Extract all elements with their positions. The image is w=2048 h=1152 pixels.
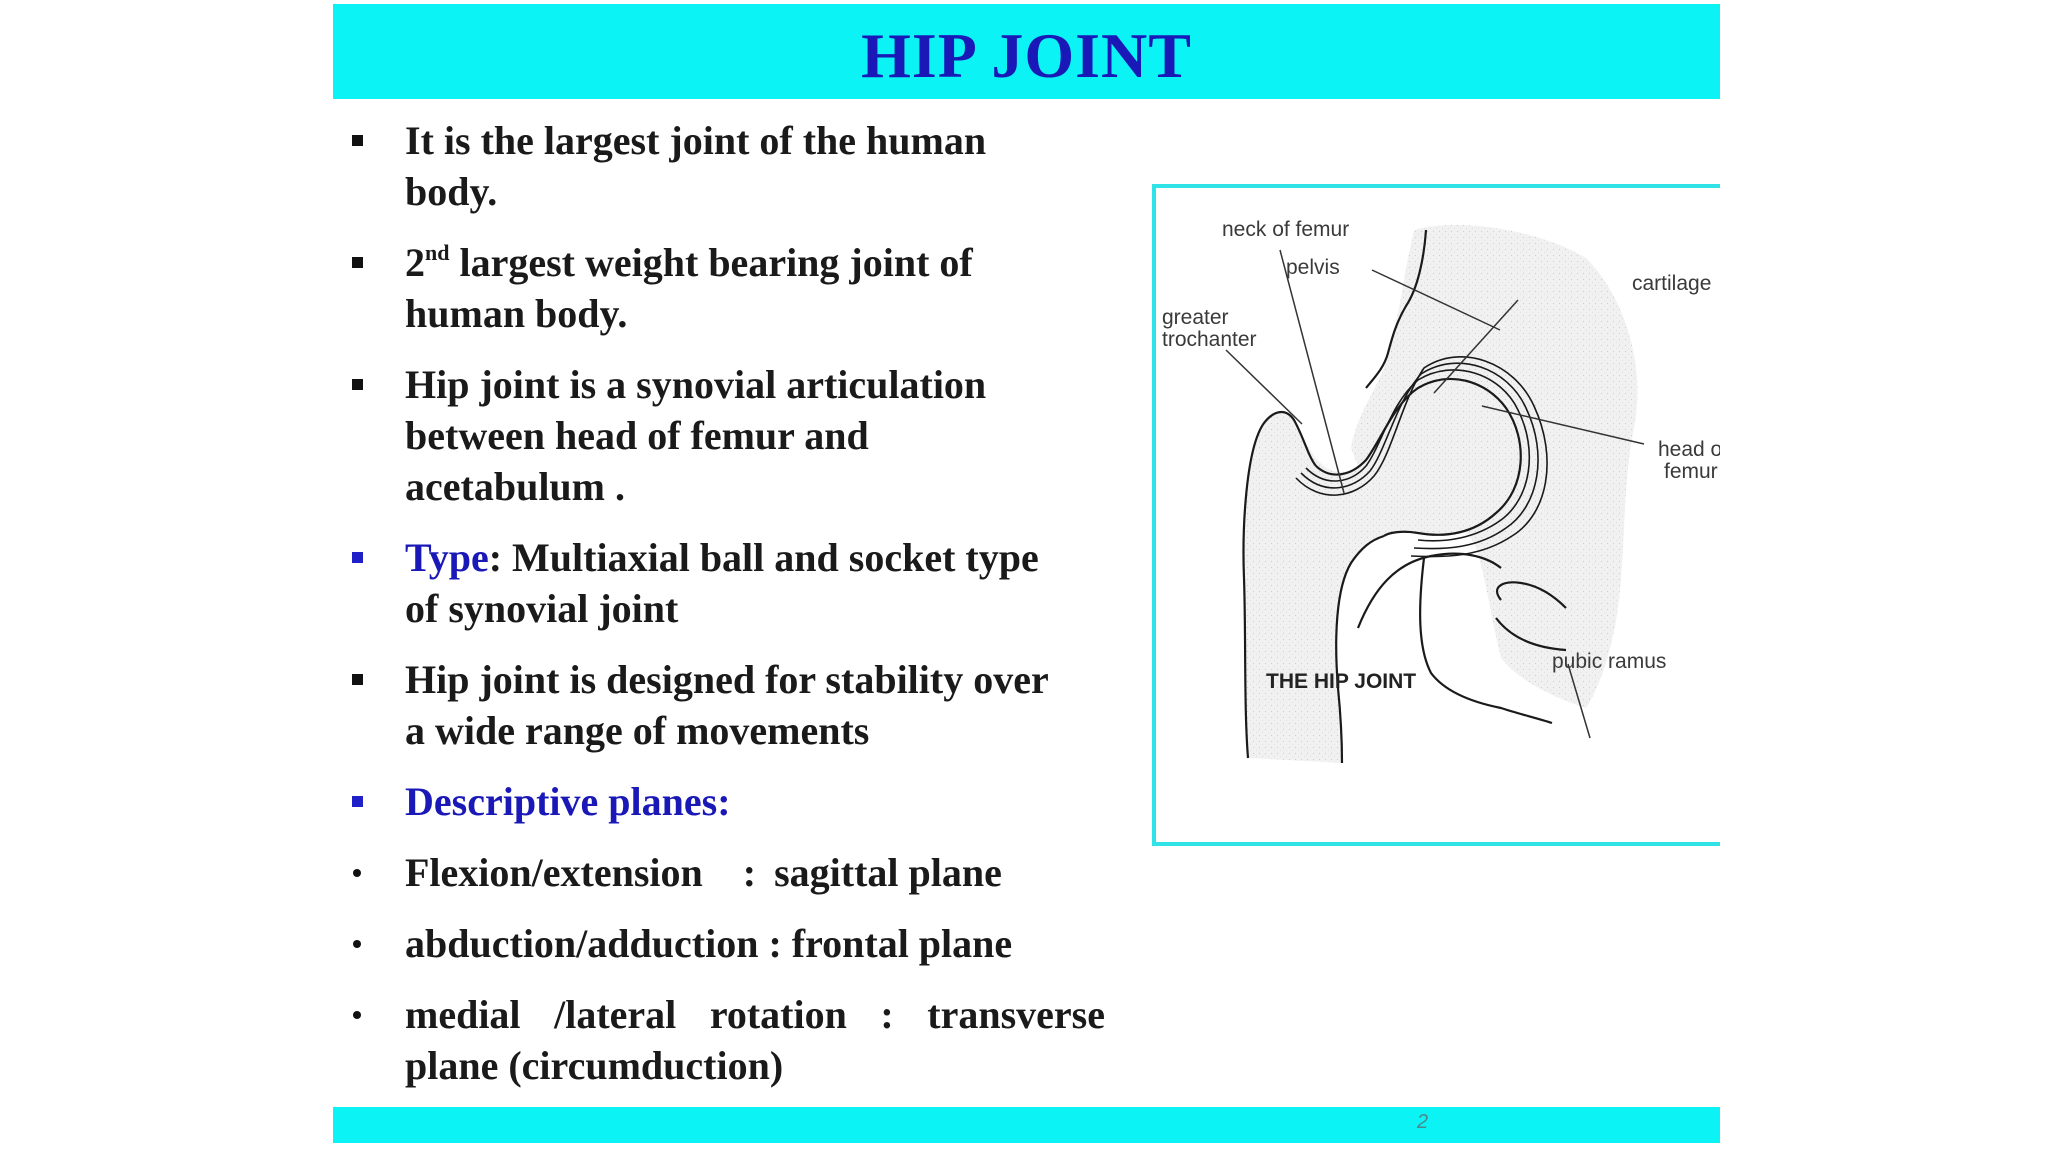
bullet-line: Hip joint is designed for stability over [405, 657, 1049, 702]
leader-greater-trochanter [1225, 349, 1303, 425]
bullet-line: abduction/adduction : frontal plane [405, 921, 1013, 966]
bullet-line: a wide range of movements [405, 708, 870, 753]
word: /lateral [554, 992, 677, 1037]
footer-bar: 2 [333, 1107, 1720, 1143]
bullet-line: 2nd largest weight bearing joint of [405, 237, 1105, 288]
bullet-list: It is the largest joint of the human bod… [345, 115, 1105, 1111]
bullet-abduction-adduction: abduction/adduction : frontal plane [345, 918, 1105, 969]
bullet-line: acetabulum . [405, 464, 625, 509]
square-bullet-icon [352, 257, 363, 268]
bullet-line: Type: Multiaxial ball and socket type [405, 532, 1105, 583]
word: : [880, 992, 894, 1037]
word: medial [405, 992, 521, 1037]
label-greater-trochanter: trochanter [1162, 328, 1257, 351]
bullet-line: of synovial joint [405, 586, 679, 631]
bullet-largest-joint: It is the largest joint of the human bod… [345, 115, 1105, 217]
figure-caption: THE HIP JOINT [1266, 670, 1416, 693]
plane-name: sagittal plane [774, 850, 1002, 895]
bullet-line: It is the largest joint of the human [405, 118, 987, 163]
cartilage-layer [1295, 356, 1548, 558]
bullet-line: human body. [405, 291, 628, 336]
bullet-line: between head of femur and [405, 413, 869, 458]
ordinal-number: 2 [405, 240, 425, 285]
title-bar: HIP JOINT [333, 4, 1720, 99]
bullet-rotation: medial /lateral rotation : transverse pl… [345, 989, 1105, 1091]
pelvis-outline [1365, 229, 1428, 389]
bullet-line-rest: largest weight bearing joint of [449, 240, 973, 285]
ordinal-suffix: nd [425, 240, 450, 265]
femur-shape [1243, 378, 1521, 763]
square-bullet-icon [352, 379, 363, 390]
cartilage-layer [1305, 369, 1531, 542]
hip-joint-figure: neck of femur pelvis cartilage greater t… [1152, 184, 1720, 846]
word: transverse [927, 992, 1105, 1037]
femoral-head-outline [1315, 377, 1522, 537]
bullet-line-rest: : Multiaxial ball and socket type [488, 535, 1039, 580]
bullet-line: body. [405, 169, 498, 214]
label-head-of-femur: femur [1664, 460, 1718, 483]
footer-fill [333, 1107, 1720, 1143]
bullet-descriptive-planes: Descriptive planes: [345, 776, 1105, 827]
hip-joint-diagram: neck of femur pelvis cartilage greater t… [1162, 218, 1720, 764]
leader-neck-of-femur [1279, 249, 1345, 494]
round-bullet-icon [353, 1011, 361, 1019]
cartilage-layer [1300, 362, 1539, 550]
page-number: 2 [1417, 1111, 1429, 1133]
movement-name: Flexion/extension [405, 850, 703, 895]
leader-cartilage [1433, 299, 1519, 394]
leader-pelvis [1371, 269, 1501, 331]
leader-pubic-ramus [1567, 663, 1591, 739]
separator-colon: : [742, 850, 757, 895]
obturator-outline [1495, 581, 1567, 652]
label-pubic-ramus: pubic ramus [1552, 650, 1666, 673]
bullet-line: Hip joint is a synovial articulation [405, 362, 987, 407]
square-bullet-icon [352, 796, 363, 807]
bullet-synovial-articulation: Hip joint is a synovial articulation bet… [345, 359, 1105, 512]
bullet-line: medial /lateral rotation : transverse [405, 989, 1105, 1040]
word: rotation [709, 992, 847, 1037]
round-bullet-icon [353, 869, 361, 877]
label-greater-trochanter: greater [1162, 306, 1229, 329]
descriptive-planes-heading: Descriptive planes: [405, 779, 731, 824]
label-head-of-femur: head of [1658, 438, 1720, 461]
bullet-type: Type: Multiaxial ball and socket type of… [345, 532, 1105, 634]
square-bullet-icon [352, 552, 363, 563]
label-neck-of-femur: neck of femur [1222, 218, 1349, 241]
leader-head-of-femur [1481, 405, 1645, 445]
round-bullet-icon [353, 940, 361, 948]
square-bullet-icon [352, 135, 363, 146]
type-label: Type [405, 535, 489, 580]
bullet-stability: Hip joint is designed for stability over… [345, 654, 1105, 756]
bullet-line: plane (circumduction) [405, 1043, 784, 1088]
pelvis-lower-outline [1356, 552, 1553, 725]
bullet-line: Flexion/extension: sagittal plane [405, 847, 1105, 898]
bullet-weight-bearing: 2nd largest weight bearing joint of huma… [345, 237, 1105, 339]
label-cartilage: cartilage [1632, 272, 1711, 295]
label-pelvis: pelvis [1286, 256, 1340, 279]
slide-title: HIP JOINT [861, 20, 1192, 91]
femur-outline [1242, 411, 1317, 759]
bullet-flexion-extension: Flexion/extension: sagittal plane [345, 847, 1105, 898]
square-bullet-icon [352, 674, 363, 685]
femur-inner-outline [1335, 534, 1385, 764]
